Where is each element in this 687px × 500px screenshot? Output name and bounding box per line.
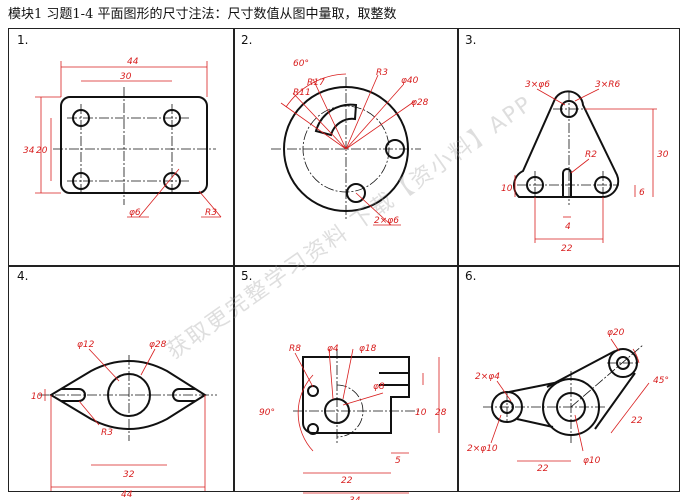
label-3xr6: 3×R6 bbox=[595, 80, 621, 90]
panel-number: 1. bbox=[17, 33, 29, 47]
label-2xphi10: 2×φ10 bbox=[467, 444, 498, 454]
label-20: 20 bbox=[36, 146, 48, 156]
panel-number: 2. bbox=[241, 33, 253, 47]
label-phi12: φ12 bbox=[77, 340, 95, 350]
panel-1-rectangle-plate: 1. 44 30 34 20 φ6 R3 bbox=[9, 29, 233, 261]
label-6: 6 bbox=[639, 188, 645, 198]
label-3xphi6: 3×φ6 bbox=[525, 80, 550, 90]
panel-2-disc-with-slot: 2. 60° R17 R3 φ40 R11 φ28 2×φ6 bbox=[233, 29, 457, 261]
label-r3: R3 bbox=[376, 68, 388, 78]
panel-5-slotted-block: 5. R8 φ4 φ18 φ8 90° 10 28 5 22 34 bbox=[233, 265, 457, 500]
label-45deg: 45° bbox=[653, 376, 669, 386]
panel-number: 4. bbox=[17, 269, 29, 283]
column-divider-2 bbox=[457, 29, 459, 491]
label-5: 5 bbox=[395, 456, 401, 466]
label-10: 10 bbox=[31, 392, 43, 402]
label-60deg: 60° bbox=[293, 59, 309, 69]
label-2xphi4: 2×φ4 bbox=[475, 372, 500, 382]
label-90deg: 90° bbox=[259, 408, 275, 418]
label-22: 22 bbox=[537, 464, 549, 474]
label-22: 22 bbox=[561, 244, 573, 254]
drawing-4: φ12 φ28 10 R3 32 44 bbox=[31, 340, 217, 500]
label-10: 10 bbox=[415, 408, 427, 418]
drawing-6: 2×φ4 φ20 45° 22 2×φ10 22 φ10 bbox=[467, 328, 669, 474]
label-2xphi6: 2×φ6 bbox=[374, 216, 399, 226]
label-phi18: φ18 bbox=[359, 344, 377, 354]
label-phi8: φ8 bbox=[373, 382, 385, 392]
panel-3-triangular-bracket: 3. 3×φ6 3×R6 R2 30 10 6 4 22 bbox=[457, 29, 681, 261]
label-r8: R8 bbox=[289, 344, 301, 354]
label-34: 34 bbox=[349, 496, 361, 500]
label-phi28: φ28 bbox=[149, 340, 167, 350]
drawing-3: 3×φ6 3×R6 R2 30 10 6 4 22 bbox=[501, 80, 669, 254]
label-phi20: φ20 bbox=[607, 328, 625, 338]
label-34: 34 bbox=[23, 146, 35, 156]
page-title: 模块1 习题1-4 平面图形的尺寸注法：尺寸数值从图中量取，取整数 bbox=[8, 7, 397, 22]
label-44: 44 bbox=[127, 57, 139, 67]
panel-number: 5. bbox=[241, 269, 253, 283]
label-28: 28 bbox=[435, 408, 447, 418]
drawing-5: R8 φ4 φ18 φ8 90° 10 28 5 22 34 bbox=[259, 344, 447, 500]
label-32: 32 bbox=[123, 470, 135, 480]
panel-4-flange: 4. φ12 φ28 10 R3 32 44 bbox=[9, 265, 233, 500]
label-22-angled: 22 bbox=[631, 416, 643, 426]
panel-number: 6. bbox=[465, 269, 477, 283]
label-30: 30 bbox=[120, 72, 132, 82]
label-phi28: φ28 bbox=[411, 98, 429, 108]
label-30: 30 bbox=[657, 150, 669, 160]
label-r11: R11 bbox=[293, 88, 311, 98]
label-r3: R3 bbox=[101, 428, 113, 438]
panel-6-link-arm: 6. 2×φ4 φ20 45° 22 2×φ10 22 φ10 bbox=[457, 265, 681, 497]
label-phi40: φ40 bbox=[401, 76, 419, 86]
label-phi6: φ6 bbox=[129, 208, 141, 218]
drawing-2: 60° R17 R3 φ40 R11 φ28 2×φ6 bbox=[271, 59, 429, 226]
label-22: 22 bbox=[341, 476, 353, 486]
label-4: 4 bbox=[565, 222, 571, 232]
label-r3: R3 bbox=[205, 208, 217, 218]
label-r17: R17 bbox=[307, 78, 325, 88]
label-44: 44 bbox=[121, 490, 133, 500]
label-r2: R2 bbox=[585, 150, 597, 160]
exercise-sheet: 1. 44 30 34 20 φ6 R3 2. bbox=[8, 28, 681, 500]
column-divider-1 bbox=[233, 29, 235, 491]
panel-number: 3. bbox=[465, 33, 477, 47]
drawing-1: 44 30 34 20 φ6 R3 bbox=[23, 57, 222, 218]
row-divider bbox=[9, 265, 679, 267]
label-10: 10 bbox=[501, 184, 513, 194]
label-phi10: φ10 bbox=[583, 456, 601, 466]
label-phi4: φ4 bbox=[327, 344, 339, 354]
